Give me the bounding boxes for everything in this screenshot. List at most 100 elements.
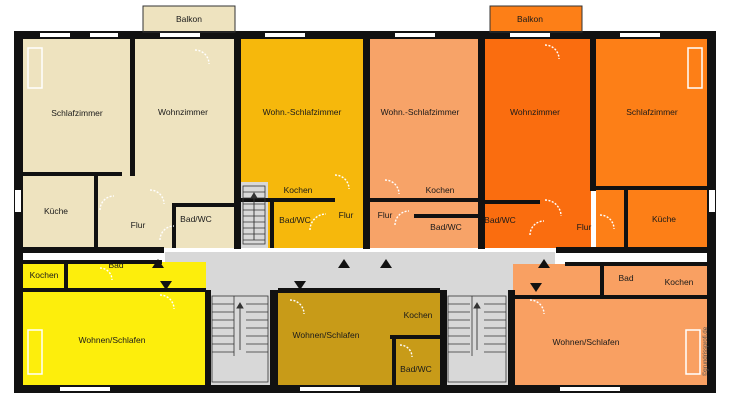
wall-u10 <box>596 186 708 190</box>
door-arc <box>99 267 113 281</box>
entrance-triangle <box>530 283 542 292</box>
wall-u6 <box>270 198 274 248</box>
windows <box>15 33 715 391</box>
balkon-right-outline <box>489 5 583 33</box>
window <box>40 33 70 37</box>
entrance-triangle <box>380 259 392 268</box>
wall-v2 <box>363 31 370 249</box>
label-schlafzimmer-1: Schlafzimmer <box>51 108 103 118</box>
unit7-fill <box>513 264 708 386</box>
door-swings <box>99 44 615 358</box>
label-kochen-6: Kochen <box>404 310 433 320</box>
stair-left-steps <box>212 296 268 356</box>
wall-u5 <box>241 198 335 202</box>
watermark: ©grundrissprofi.de <box>702 326 709 376</box>
wall-v4 <box>590 31 596 191</box>
niche <box>27 329 43 375</box>
label-bad-5: Bad <box>108 260 123 270</box>
stair-left <box>211 295 269 383</box>
wall-v5 <box>130 31 135 176</box>
label-bad-wc-3: Bad/WC <box>430 222 462 232</box>
label-wohnzimmer-1: Wohnzimmer <box>158 107 208 117</box>
label-wohnzimmer-4: Wohnzimmer <box>510 107 560 117</box>
label-flur-1: Flur <box>131 220 146 230</box>
label-bad-wc-1: Bad/WC <box>180 214 212 224</box>
entrance-triangle <box>294 281 306 290</box>
label-kochen-3: Kochen <box>426 185 455 195</box>
wall-l4 <box>508 290 515 390</box>
window <box>560 387 620 391</box>
wall-v3 <box>478 31 485 249</box>
door-arc <box>194 49 210 65</box>
label-schlafzimmer-4: Schlafzimmer <box>626 107 678 117</box>
balkon-left-outline <box>142 5 236 33</box>
wall-u7 <box>370 198 478 202</box>
door-arc <box>544 44 560 60</box>
wall-u11 <box>624 186 628 248</box>
wall-mid-right <box>556 247 716 253</box>
room-labels: Balkon Balkon Schlafzimmer Wohnzimmer Kü… <box>30 14 694 374</box>
corridor-fill <box>165 252 555 290</box>
entrance-triangle <box>160 281 172 290</box>
label-kochen-2: Kochen <box>284 185 313 195</box>
wall-l9 <box>390 335 440 339</box>
label-bad-wc-6: Bad/WC <box>400 364 432 374</box>
door-arc <box>399 344 413 358</box>
door-arc <box>309 213 327 231</box>
wall-l10 <box>392 335 396 385</box>
label-balkon-left: Balkon <box>176 14 202 24</box>
stair-arrow-head <box>473 302 481 309</box>
label-wohn-schlaf-2: Wohn.-Schlafzimmer <box>263 107 342 117</box>
unit4-schlafzimmer-fill <box>596 38 708 248</box>
window <box>510 33 550 37</box>
label-kochen-5: Kochen <box>30 270 59 280</box>
window <box>160 33 200 37</box>
label-bad-wc-4: Bad/WC <box>484 215 516 225</box>
label-bad-wc-2: Bad/WC <box>279 215 311 225</box>
wall-l3 <box>440 290 447 390</box>
door-arc <box>159 225 175 241</box>
niche <box>27 47 43 89</box>
label-flur-2: Flur <box>339 210 354 220</box>
window <box>90 33 118 37</box>
label-wohnen-7: Wohnen/Schlafen <box>553 337 620 347</box>
window <box>709 190 715 212</box>
window <box>265 33 305 37</box>
wall-u3 <box>172 203 234 207</box>
label-flur-4: Flur <box>577 222 592 232</box>
entrance-triangle <box>338 259 350 268</box>
wall-l12 <box>600 264 604 297</box>
stair-arrow-head <box>250 192 258 199</box>
unit3-fill <box>369 38 479 248</box>
door-arc <box>334 174 350 190</box>
stair-upper <box>242 185 266 245</box>
door-arc <box>544 199 562 217</box>
label-bad-7: Bad <box>618 273 633 283</box>
window <box>620 33 660 37</box>
label-wohnen-6: Wohnen/Schlafen <box>293 330 360 340</box>
window <box>395 33 435 37</box>
door-arc <box>149 189 165 205</box>
stair-arrows <box>236 192 481 350</box>
unit4-wohnzimmer-fill <box>484 38 591 248</box>
door-arc <box>529 220 545 236</box>
stair-arrow-head <box>236 302 244 309</box>
wall-l11 <box>513 295 708 299</box>
niches <box>27 47 703 375</box>
wall-mid-left <box>14 247 164 253</box>
label-flur-3: Flur <box>378 210 393 220</box>
unit5-fill <box>22 262 206 386</box>
window <box>60 387 110 391</box>
window <box>300 387 360 391</box>
door-arc <box>289 299 305 315</box>
balkon-right-fill <box>490 6 582 34</box>
wall-l2 <box>270 290 278 390</box>
balkon-left-fill <box>143 6 235 34</box>
door-arc <box>394 210 410 226</box>
niche <box>687 47 703 89</box>
balcony-outlines <box>142 5 583 33</box>
wall-l6 <box>22 288 206 292</box>
label-wohn-schlaf-3: Wohn.-Schlafzimmer <box>381 107 460 117</box>
entrance-triangle <box>538 259 550 268</box>
